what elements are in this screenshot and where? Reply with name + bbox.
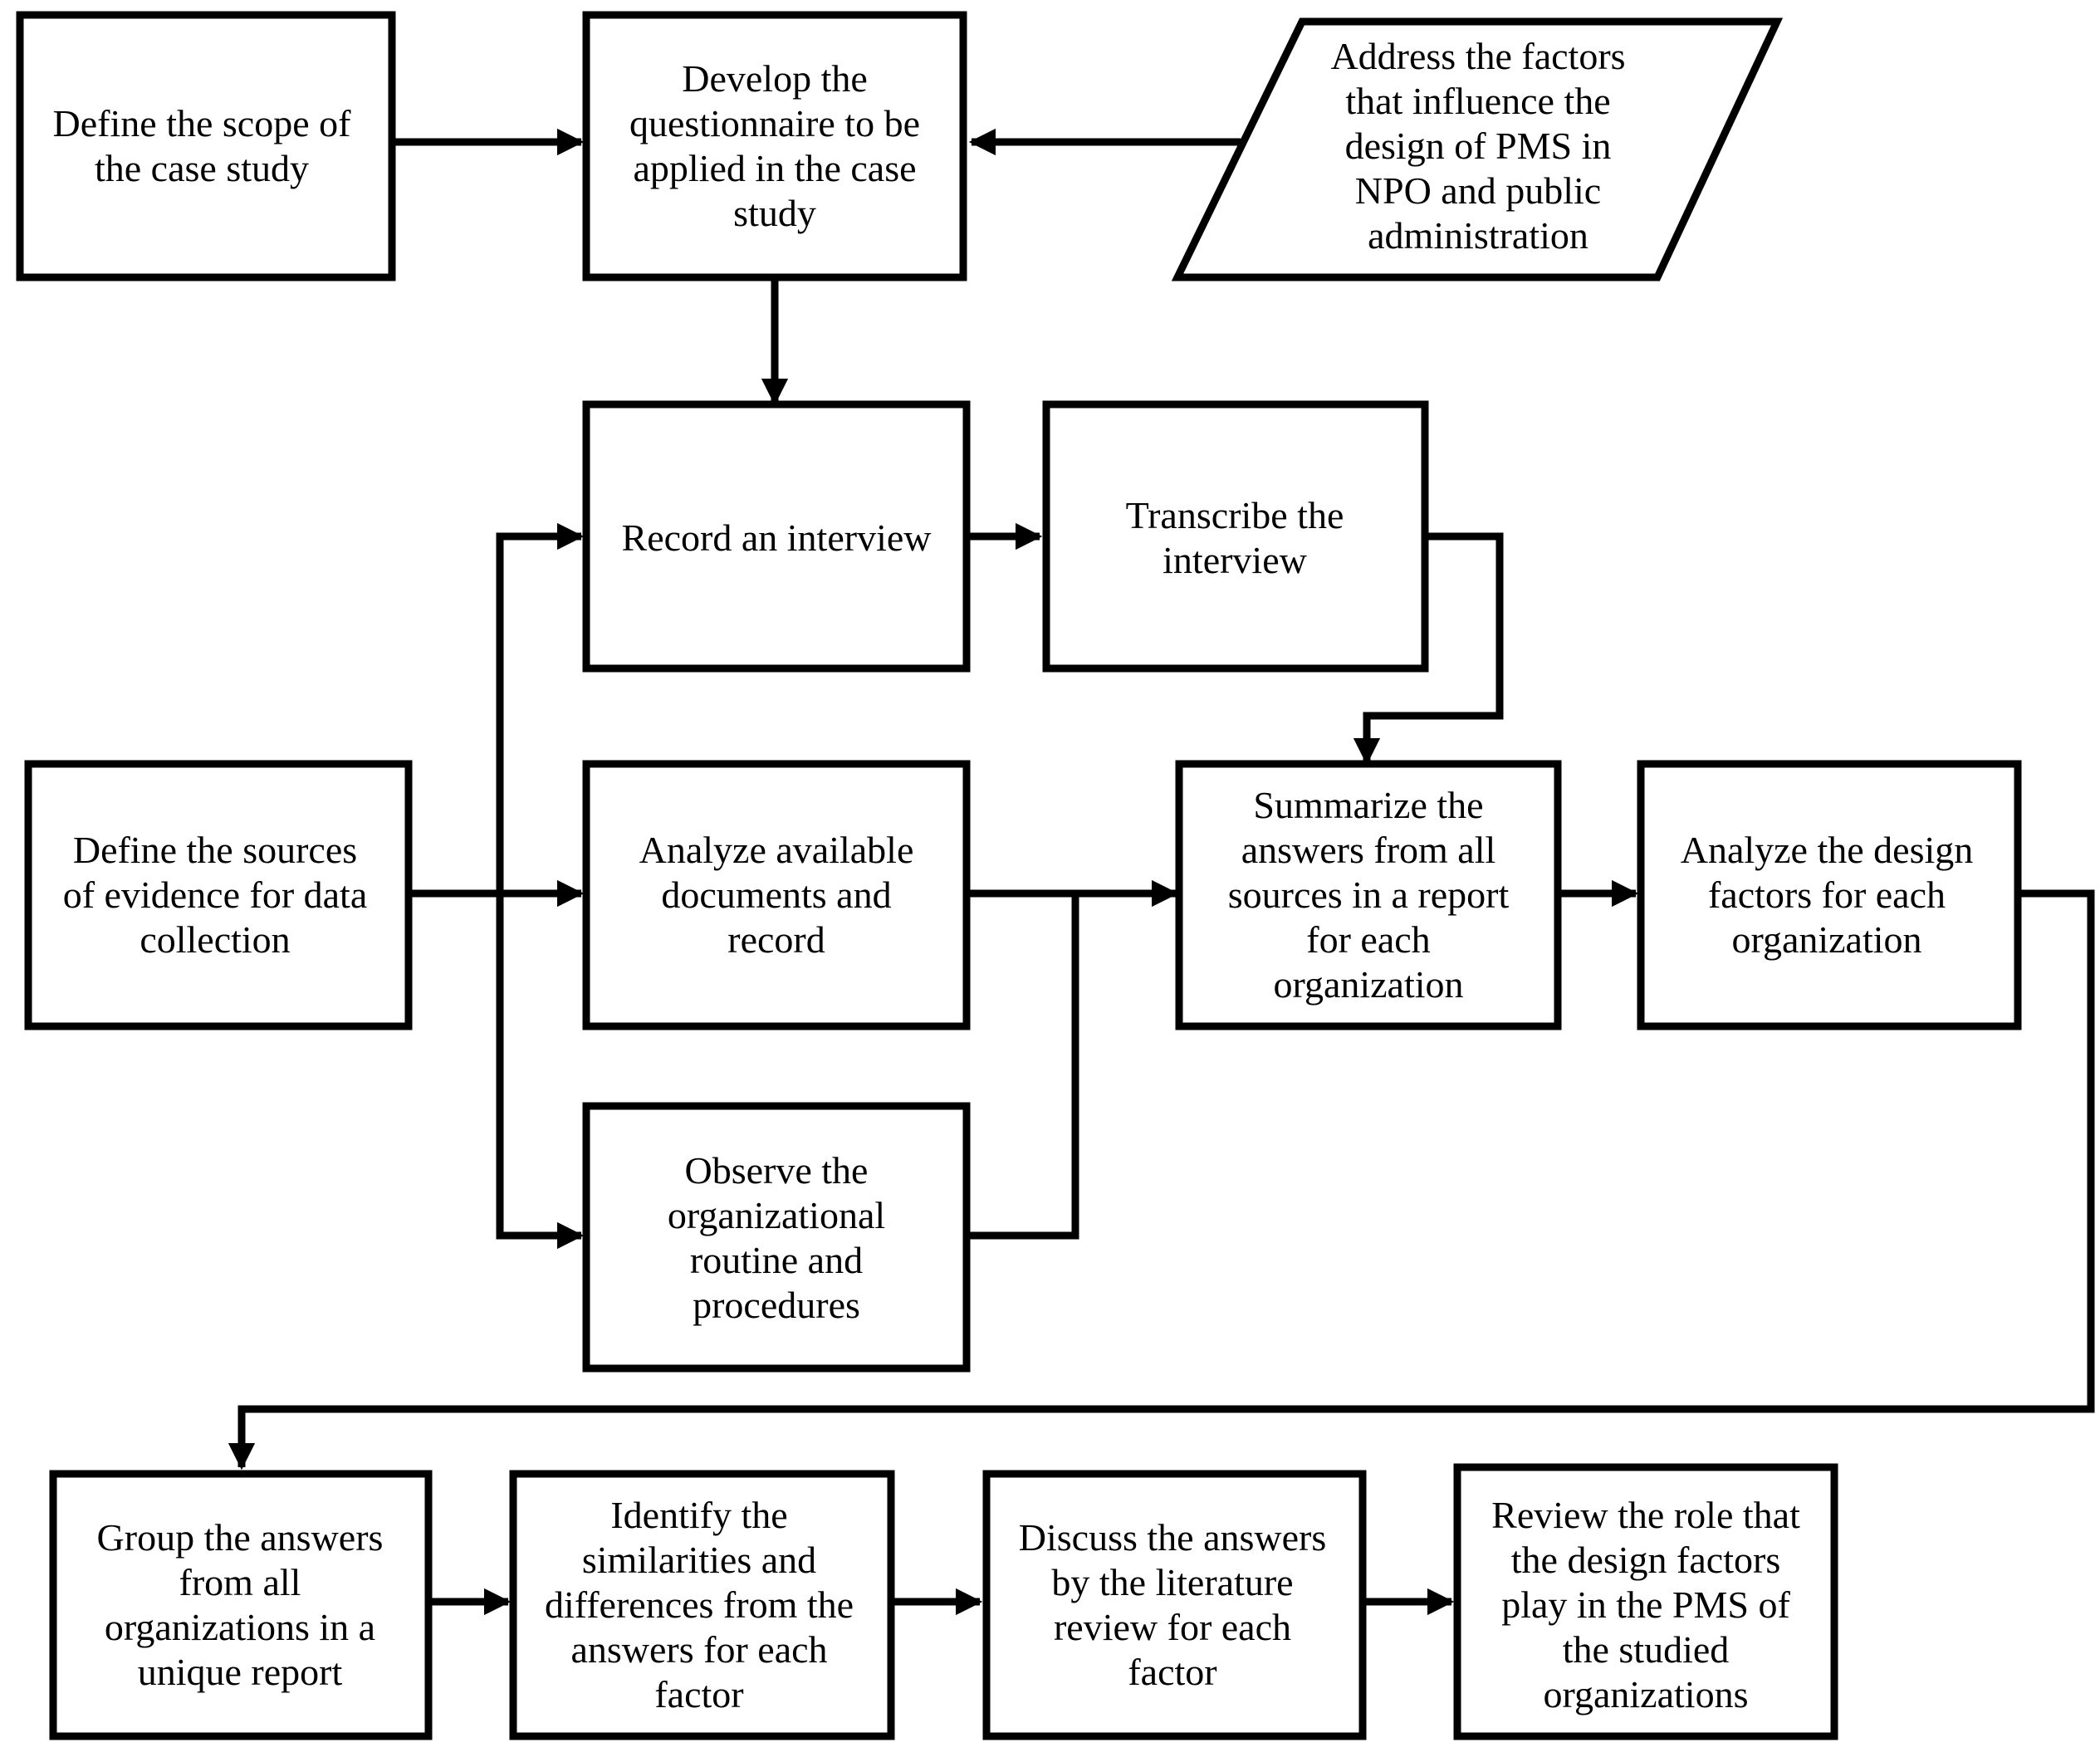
arrow-branch-to-observe [496,893,585,1250]
label-line: Identify the [610,1494,787,1536]
label-line: record [727,918,825,961]
label-line: from all [179,1561,301,1603]
connectors [228,128,2095,1616]
label-line: factor [654,1673,743,1715]
arrow-analyze-design-to-group [228,889,2095,1471]
label-line: Define the scope of [53,102,352,144]
label-line: the studied [1563,1628,1730,1671]
label-line: Develop the [682,57,868,100]
label-line: of evidence for data [63,874,368,916]
label-line: Group the answers [97,1516,384,1559]
arrow-branch-to-record [496,522,585,893]
label-line: interview [1163,539,1307,581]
label-line: design of PMS in [1345,125,1612,167]
label-line: factors for each [1708,874,1946,916]
label-line: that influence the [1345,80,1610,122]
label-line: applied in the case [633,147,916,189]
label-line: study [733,192,816,234]
label-line: Observe the [685,1149,869,1192]
label-line: differences from the [545,1583,854,1626]
label-line: Review the role that [1491,1494,1800,1536]
label-line: Record an interview [622,516,933,559]
label-line: review for each [1054,1606,1291,1648]
label-line: Define the sources [73,829,357,871]
label-line: organizations [1544,1673,1749,1715]
label-line: Transcribe the [1126,494,1344,536]
label-line: collection [140,918,290,961]
label-line: the case study [95,147,309,189]
label-line: organization [1273,963,1463,1006]
label-line: organizations in a [105,1606,375,1648]
record-interview-label: Record an interview [622,516,933,559]
label-line: routine and [690,1239,863,1281]
label-line: documents and [661,874,891,916]
label-line: by the literature [1051,1561,1293,1603]
label-line: Analyze available [639,829,914,871]
label-line: organization [1731,918,1921,961]
label-line: NPO and public [1355,169,1601,212]
label-line: answers from all [1241,829,1496,871]
label-line: for each [1306,918,1430,961]
label-line: Discuss the answers [1019,1516,1327,1559]
label-line: procedures [693,1284,860,1326]
label-line: sources in a report [1228,874,1510,916]
label-line: Analyze the design [1681,829,1974,871]
label-line: factor [1128,1651,1216,1693]
label-line: play in the PMS of [1501,1583,1790,1626]
arrow-transcribe-to-summarize [1353,532,1504,766]
label-line: unique report [138,1651,343,1693]
label-line: organizational [668,1194,885,1236]
label-line: the design factors [1511,1539,1780,1581]
label-line: answers for each [570,1628,827,1671]
label-line: questionnaire to be [629,102,920,144]
label-line: similarities and [582,1539,816,1581]
label-line: administration [1368,214,1588,257]
label-line: Address the factors [1330,35,1625,77]
label-line: Summarize the [1253,784,1483,826]
connector-observe-to-merge [967,893,1079,1240]
record-interview-box: Record an interview [582,400,971,673]
